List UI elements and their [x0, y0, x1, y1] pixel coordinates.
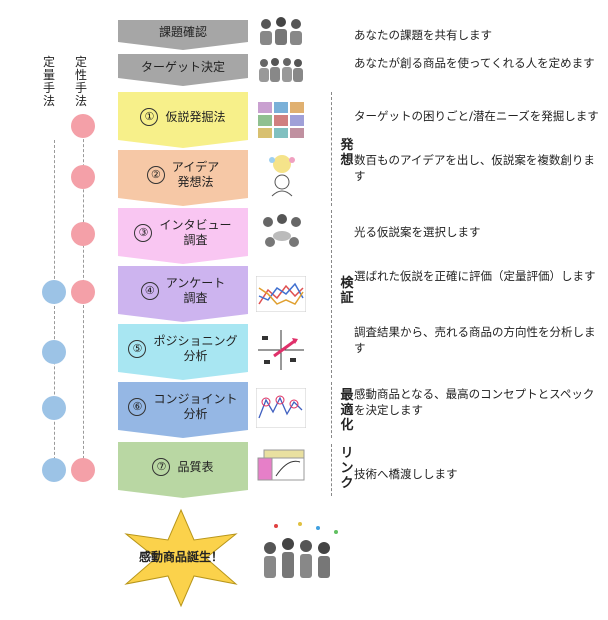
- desc-quality-table: 技術へ橋渡しします: [354, 467, 458, 481]
- step-issue-check: 課題確認: [118, 20, 248, 50]
- phase-label-link: リンク: [340, 446, 354, 491]
- survey-line-chart-illustration: [256, 276, 306, 312]
- desc-target-decision: あなたが創る商品を使ってくれる人を定めます: [354, 56, 595, 70]
- positioning-map-illustration: [258, 330, 304, 370]
- desc-positioning-analysis: 調査結果から、売れる商品の方向性を分析します: [354, 325, 596, 355]
- qualitative-dot-1: [71, 114, 95, 138]
- step-interview-survey: ③ インタビュー 調査: [118, 208, 248, 264]
- phase-bracket-optimization: [331, 382, 332, 438]
- quality-table-illustration: [257, 449, 305, 481]
- phase-bracket-link: [331, 444, 332, 496]
- quantitative-guide-line: [54, 140, 55, 475]
- step-positioning-analysis: ⑤ ポジショニング 分析: [118, 324, 248, 380]
- meeting-people-illustration: [260, 17, 302, 45]
- qualitative-method-label: 定性手法: [74, 55, 87, 108]
- step-questionnaire-survey: ④ アンケート 調査: [118, 266, 248, 322]
- interview-group-illustration: [263, 214, 301, 247]
- qualitative-dot-7: [71, 458, 95, 482]
- quantitative-method-label: 定量手法: [42, 55, 55, 108]
- quantitative-dot-7: [42, 458, 66, 482]
- phase-label-optimization: 最適化: [340, 388, 354, 433]
- conjoint-chart-illustration: [256, 388, 306, 428]
- celebrating-people-illustration: [264, 522, 338, 578]
- idea-thinking-illustration: [269, 155, 295, 197]
- desc-issue-check: あなたの課題を共有します: [354, 28, 492, 42]
- qualitative-dot-2: [71, 165, 95, 189]
- desc-questionnaire-survey: 選ばれた仮説を正確に評価（定量評価）します: [354, 269, 596, 283]
- qualitative-dot-3: [71, 222, 95, 246]
- phase-bracket-ideation: [331, 92, 332, 206]
- phase-bracket-verification: [331, 210, 332, 378]
- desc-conjoint-analysis: 感動商品となる、最高のコンセプトとスペックを決定します: [354, 387, 595, 417]
- desc-hypothesis-discovery: ターゲットの困りごと/潜在ニーズを発掘します: [354, 109, 599, 123]
- final-product-label: 感動商品誕生！: [138, 550, 223, 564]
- quantitative-dot-4: [42, 280, 66, 304]
- step-hypothesis-discovery: ① 仮説発掘法: [118, 92, 248, 148]
- collage-illustration: [258, 102, 304, 138]
- quantitative-dot-5: [42, 340, 66, 364]
- desc-idea-generation: 数百ものアイデアを出し、仮説案を複数創ります: [354, 153, 595, 183]
- step-idea-generation: ② アイデア 発想法: [118, 150, 248, 206]
- phase-label-verification: 検証: [340, 276, 354, 306]
- phase-label-ideation: 発想: [340, 138, 354, 168]
- desc-interview-survey: 光る仮説案を選択します: [354, 225, 481, 239]
- step-conjoint-analysis: ⑥ コンジョイント 分析: [118, 382, 248, 438]
- step-target-decision: ターゲット決定: [118, 54, 248, 86]
- step-quality-table: ⑦ 品質表: [118, 442, 248, 498]
- final-star-burst: [124, 508, 238, 608]
- quantitative-dot-6: [42, 396, 66, 420]
- target-people-illustration: [259, 58, 303, 82]
- qualitative-dot-4: [71, 280, 95, 304]
